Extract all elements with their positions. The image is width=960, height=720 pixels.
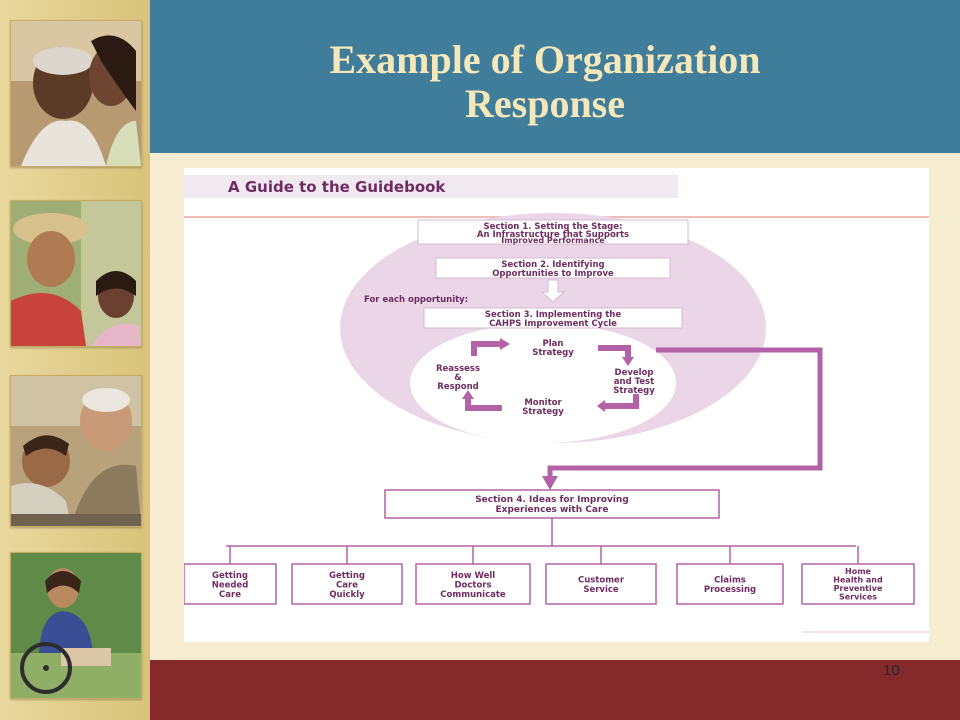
cycle-plan-line2: Strategy	[532, 348, 574, 358]
cycle-arrow-monitor-reassess	[465, 398, 502, 411]
section2-line1: Section 2. Identifying	[501, 260, 604, 270]
topic-label: Getting	[329, 571, 365, 581]
cycle-arrowhead-2	[622, 357, 634, 366]
slide-title: Example of Organization Response	[150, 38, 940, 126]
section3-box	[423, 307, 683, 329]
slide-title-line1: Example of Organization	[329, 37, 761, 82]
cycle-plan-line1: Plan	[543, 339, 564, 349]
arrow-to-section3	[540, 279, 566, 303]
topic-box	[545, 563, 657, 605]
section3-line2: CAHPS Improvement Cycle	[489, 319, 617, 329]
topic-label: Customer	[578, 576, 625, 586]
section2-line2: Opportunities to Improve	[492, 269, 614, 279]
section4-box	[384, 489, 720, 519]
section3-line1: Section 3. Implementing the	[485, 310, 621, 320]
figure-heading: A Guide to the Guidebook	[228, 178, 446, 196]
cycle-arrowhead-3	[597, 400, 605, 412]
cycle-develop-line1: Develop	[615, 368, 654, 378]
topic-label: Preventive	[834, 584, 883, 593]
topic-box	[183, 563, 277, 605]
cycle-monitor-line2: Strategy	[522, 407, 564, 417]
connector-arrowhead	[542, 476, 558, 490]
topic-label: Home	[845, 567, 872, 576]
section1-line2: An Infrastructure that Supports	[477, 230, 629, 240]
opportunity-label: For each opportunity:	[364, 295, 468, 305]
section2-box	[435, 257, 671, 279]
header-band	[150, 0, 960, 153]
heading-bar	[184, 175, 678, 198]
topic-label: Care	[336, 580, 358, 590]
topic-label: Quickly	[329, 590, 365, 600]
section4-line2: Experiences with Care	[496, 505, 609, 515]
photo-woman-wheelchair	[10, 552, 142, 699]
cycle-develop-line2: and Test	[614, 377, 654, 387]
section1-line1: Section 1. Setting the Stage:	[484, 222, 623, 232]
topic-label: Doctors	[454, 580, 491, 590]
topic-box	[415, 563, 531, 605]
guidebook-figure: A Guide to the Guidebook Section 1. Sett…	[183, 168, 929, 642]
topic-box	[676, 563, 784, 605]
footer-band	[150, 660, 960, 720]
topic-label: Services	[839, 593, 877, 602]
section1-line3: Improved Performance	[501, 236, 605, 245]
topic-label: How Well	[451, 571, 496, 581]
cycle-monitor-line1: Monitor	[524, 398, 562, 408]
section4-line1: Section 4. Ideas for Improving	[475, 495, 629, 505]
cycle-reassess-line3: Respond	[437, 382, 478, 392]
topic-box	[801, 563, 915, 605]
left-photo-strip	[0, 0, 150, 720]
photo-grandmother-girl	[10, 200, 142, 347]
cycle-arrow-reassess-plan	[471, 341, 502, 356]
section1-box	[417, 219, 689, 245]
topic-label: Service	[583, 585, 619, 595]
topic-label: Communicate	[440, 590, 506, 600]
cycle-reassess-line1: Reassess	[436, 364, 480, 374]
topic-label: Getting	[212, 571, 248, 581]
topic-label: Care	[219, 590, 241, 600]
slide-number: 10	[883, 662, 900, 679]
guidebook-diagram: A Guide to the Guidebook Section 1. Sett…	[183, 175, 929, 633]
topic-label: Processing	[704, 585, 756, 595]
topic-label: Needed	[212, 580, 249, 590]
cycle-arrow-plan-develop	[598, 345, 631, 358]
photo-grandfather-boy	[10, 375, 142, 527]
cycle-reassess-line2: &	[454, 373, 462, 383]
cycle-arrow-develop-monitor	[604, 394, 639, 409]
cycle-arrowhead-4	[462, 390, 474, 399]
slide-title-line2: Response	[464, 81, 626, 126]
topic-label: Claims	[714, 576, 746, 586]
topic-box	[291, 563, 403, 605]
cycle-develop-line3: Strategy	[613, 386, 655, 396]
cycle-arrowhead-1	[500, 338, 510, 350]
topic-label: Health and	[833, 576, 883, 585]
photo-grandfather-granddaughter	[10, 20, 142, 167]
connector-to-section4	[547, 347, 823, 480]
